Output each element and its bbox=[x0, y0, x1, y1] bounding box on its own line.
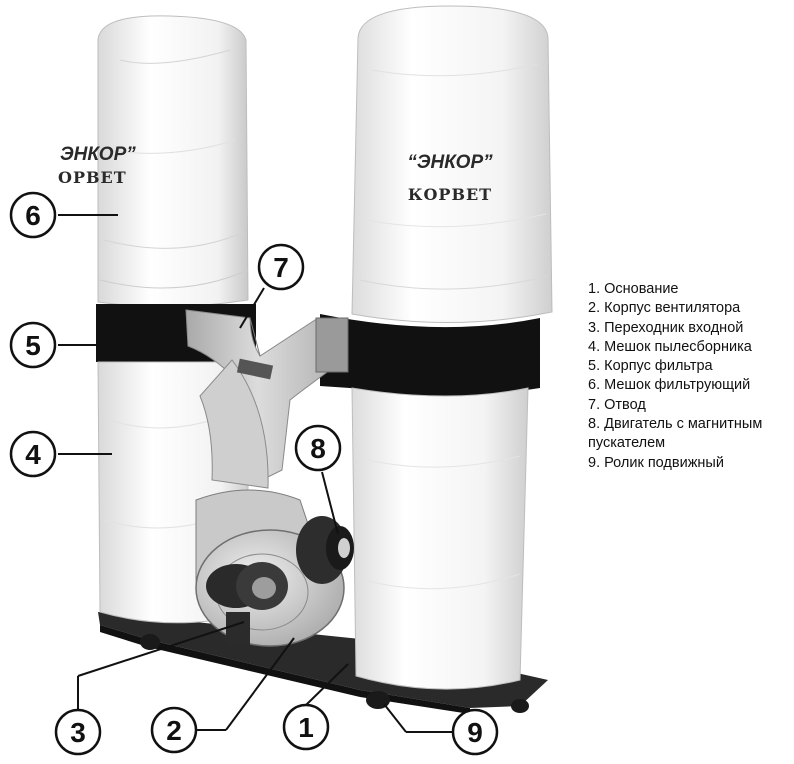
callout-7: 7 bbox=[257, 243, 305, 291]
callout-1-label: 1 bbox=[298, 712, 314, 743]
legend-item: 6. Мешок фильтрующий bbox=[588, 377, 751, 394]
right-filter-housing bbox=[320, 314, 540, 396]
callout-9: 9 bbox=[451, 708, 499, 756]
legend-item: 9. Ролик подвижный bbox=[588, 454, 724, 471]
legend-item: 1. Основание bbox=[588, 281, 679, 297]
motor bbox=[296, 516, 354, 584]
inlet-adapter bbox=[206, 562, 288, 646]
callout-3-label: 3 bbox=[70, 717, 86, 748]
brand-name-partial: ЭНКОР” bbox=[60, 144, 136, 165]
legend-item: 2. Корпус вентилятора bbox=[588, 300, 741, 317]
callout-4: 4 bbox=[9, 430, 57, 478]
callout-3: 3 bbox=[54, 708, 102, 756]
callout-4-label: 4 bbox=[25, 439, 41, 470]
legend-item: 5. Корпус фильтра bbox=[588, 358, 713, 375]
legend-item: 7. Отвод bbox=[588, 396, 646, 413]
callout-6: 6 bbox=[9, 191, 57, 239]
left-filter-bag bbox=[97, 15, 249, 308]
callout-8-label: 8 bbox=[310, 433, 326, 464]
callout-7-label: 7 bbox=[273, 252, 289, 283]
callout-5: 5 bbox=[9, 321, 57, 369]
brand-model-partial: ОРВЕТ bbox=[58, 168, 127, 187]
callout-5-label: 5 bbox=[25, 330, 41, 361]
brand-name: “ЭНКОР” bbox=[407, 152, 493, 173]
brand-model: КОРВЕТ bbox=[408, 185, 492, 204]
right-collection-bag bbox=[351, 387, 529, 690]
right-filter-bag bbox=[351, 5, 553, 324]
legend-item: 4. Мешок пылесборника bbox=[588, 338, 752, 355]
callout-1: 1 bbox=[282, 703, 330, 751]
callout-2-label: 2 bbox=[166, 715, 182, 746]
callout-8: 8 bbox=[294, 424, 342, 472]
callout-6-label: 6 bbox=[25, 200, 41, 231]
legend-item: 3. Переходник входной bbox=[588, 319, 744, 336]
legend-item: 8. Двигатель с магнитным пускателем bbox=[588, 416, 763, 452]
callout-9-label: 9 bbox=[467, 717, 483, 748]
y-duct-elbow bbox=[185, 309, 349, 489]
leader-lines bbox=[58, 214, 452, 733]
callout-2: 2 bbox=[150, 706, 198, 754]
parts-legend: 1. Основание 2. Корпус вентилятора 3. Пе… bbox=[588, 280, 792, 473]
